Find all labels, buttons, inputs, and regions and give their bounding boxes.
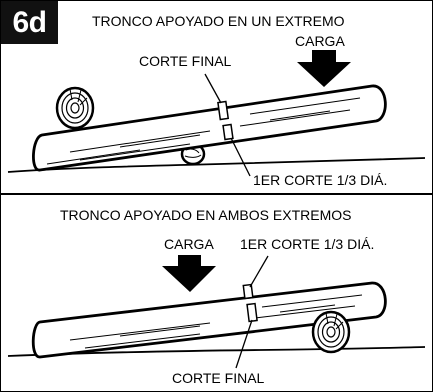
bottom-first-cut-label: 1ER CORTE 1/3 DIÁ. <box>240 236 375 252</box>
top-ground-line <box>7 157 426 173</box>
top-load-arrow <box>297 50 351 87</box>
top-final-cut-mark <box>204 73 230 121</box>
top-load-label: CARGA <box>295 33 345 49</box>
top-first-cut-mark <box>222 123 251 177</box>
bottom-load-arrow <box>162 255 216 292</box>
bottom-panel-scene <box>7 255 426 369</box>
bottom-final-cut-mark <box>235 302 258 369</box>
figure-badge: 6d <box>1 1 58 44</box>
bottom-panel-title: TRONCO APOYADO EN AMBOS EXTREMOS <box>60 207 352 223</box>
bottom-first-cut-mark <box>242 255 269 300</box>
top-log-end-rings <box>55 86 95 130</box>
top-panel-title: TRONCO APOYADO EN UN EXTREMO <box>92 13 345 29</box>
top-log <box>32 84 387 172</box>
top-panel-scene <box>7 50 426 177</box>
bottom-final-cut-label: CORTE FINAL <box>172 370 265 386</box>
top-first-cut-label: 1ER CORTE 1/3 DIÁ. <box>253 172 388 188</box>
bottom-support-log-rings <box>311 310 351 354</box>
bottom-load-label: CARGA <box>164 236 214 252</box>
panel-divider <box>0 193 433 195</box>
top-final-cut-label: CORTE FINAL <box>139 53 232 69</box>
bottom-log <box>31 281 387 359</box>
